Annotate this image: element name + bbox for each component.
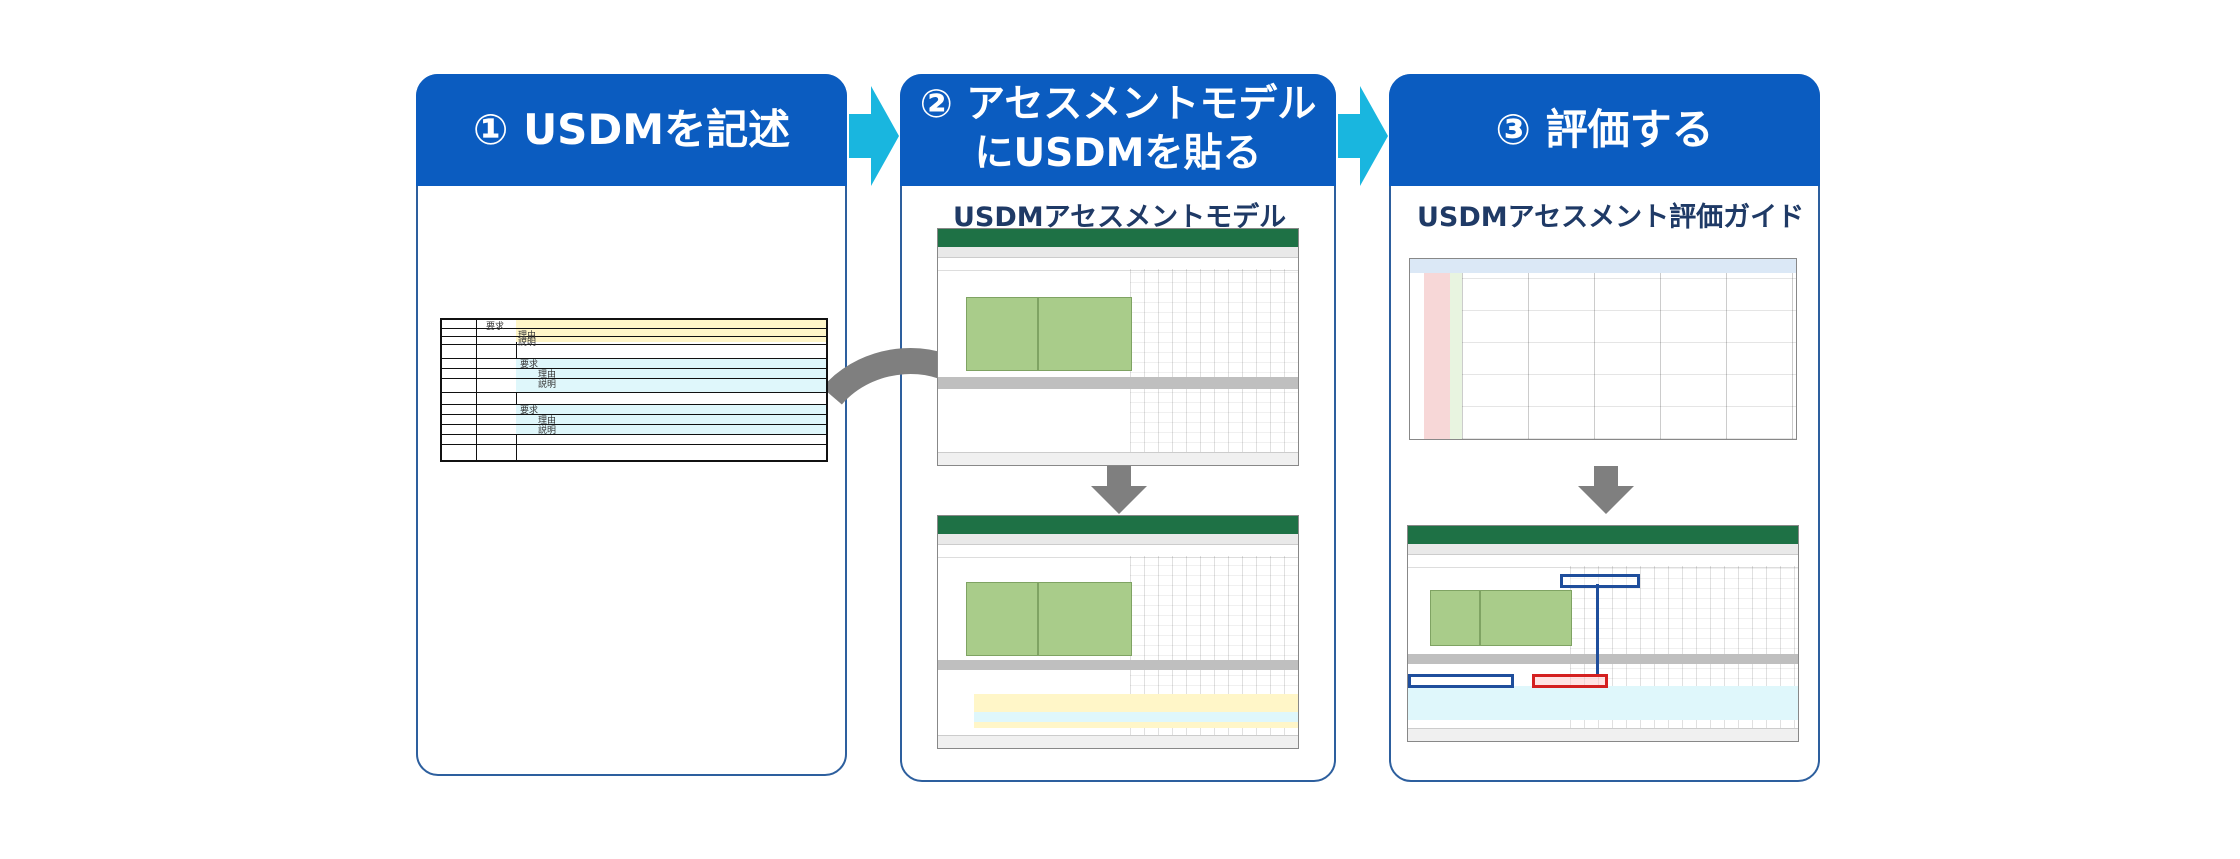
usdm-table: 要求 理由 説明 要求 理由 説明 要求 理由 説明 xyxy=(440,318,828,462)
usdm-cell: 説明 xyxy=(518,338,537,348)
highlight-box xyxy=(1560,574,1640,588)
step-3-subtitle: USDMアセスメント評価ガイド xyxy=(1417,202,1805,233)
assessment-model-screenshot-after xyxy=(937,515,1299,749)
usdm-cell: 理由 xyxy=(518,331,537,341)
step-2-title-line2: にUSDMを貼る xyxy=(974,131,1262,176)
step-2-subtitle: USDMアセスメントモデル xyxy=(953,202,1287,233)
usdm-cell: 要求 xyxy=(520,360,539,370)
down-arrow-icon xyxy=(1578,466,1634,514)
usdm-cell: 理由 xyxy=(538,416,557,426)
step-3-title: ③ 評価する xyxy=(1495,104,1714,154)
usdm-cell: 要求 xyxy=(520,406,539,416)
step-2-header: ② アセスメントモデル にUSDMを貼る xyxy=(900,74,1336,186)
highlight-box xyxy=(1408,674,1514,688)
evaluation-result-screenshot xyxy=(1407,525,1799,742)
usdm-cell: 説明 xyxy=(538,380,557,390)
flow-arrow-icon xyxy=(1338,86,1388,186)
flow-arrow-icon xyxy=(849,86,899,186)
assessment-model-screenshot-before xyxy=(937,228,1299,466)
highlight-box-red xyxy=(1532,674,1608,688)
step-1-header: ① USDMを記述 xyxy=(416,74,847,186)
usdm-cell: 理由 xyxy=(538,370,557,380)
down-arrow-icon xyxy=(1091,466,1147,514)
step-1-title: ① USDMを記述 xyxy=(472,104,791,154)
usdm-cell: 説明 xyxy=(538,426,557,436)
usdm-cell: 要求 xyxy=(486,322,505,332)
evaluation-guide-screenshot xyxy=(1409,258,1797,440)
step-2-title-line1: ② アセスメントモデル xyxy=(919,82,1317,128)
step-3-header: ③ 評価する xyxy=(1389,74,1820,186)
